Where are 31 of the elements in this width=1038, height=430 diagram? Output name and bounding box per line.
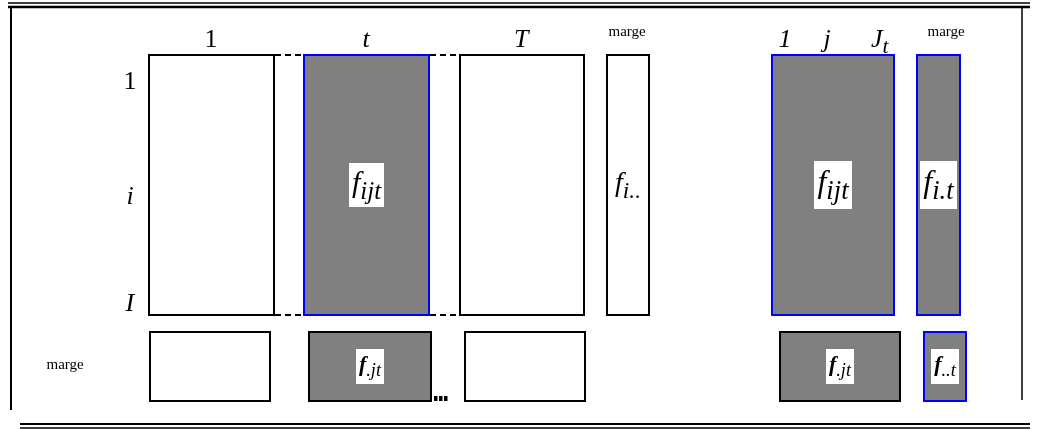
row-label: I bbox=[125, 290, 135, 316]
formula-label: f$_{ijt}$ bbox=[348, 163, 385, 207]
margin-row-box bbox=[464, 331, 586, 402]
column-label: T bbox=[514, 26, 529, 52]
row-label: i bbox=[126, 183, 134, 209]
column-label: t bbox=[362, 26, 370, 52]
column-label: marge bbox=[927, 24, 965, 39]
formula-label: f$_{ijt}$ bbox=[814, 161, 852, 209]
matrix-box bbox=[303, 54, 430, 316]
margin-row-box bbox=[779, 331, 901, 402]
formula-label: f$_{i.t}$ bbox=[920, 161, 957, 209]
column-label: J$_{t}$ bbox=[871, 26, 889, 58]
matrix-box bbox=[148, 54, 275, 316]
margin-column-box bbox=[606, 54, 650, 316]
matrix-box bbox=[771, 54, 895, 316]
formula-label: f$_{.jt}$ bbox=[825, 349, 855, 384]
column-label: marge bbox=[608, 24, 646, 39]
row-label: marge bbox=[46, 357, 84, 372]
margin-row-box bbox=[923, 331, 967, 402]
matrix-box bbox=[459, 54, 585, 316]
formula-label: f$_{i..}$ bbox=[614, 165, 642, 205]
dashed-connector bbox=[274, 54, 304, 56]
column-label: 1 bbox=[778, 26, 792, 52]
margin-column-box bbox=[916, 54, 961, 316]
formula-label: f$_{..t}$ bbox=[931, 349, 959, 384]
margin-row-box bbox=[308, 331, 432, 402]
row-label: 1 bbox=[123, 68, 137, 94]
formula-label: f$_{.jt}$ bbox=[355, 349, 385, 384]
column-label: 1 bbox=[204, 26, 218, 52]
dashed-connector bbox=[274, 314, 304, 316]
margin-row-box bbox=[149, 331, 271, 402]
